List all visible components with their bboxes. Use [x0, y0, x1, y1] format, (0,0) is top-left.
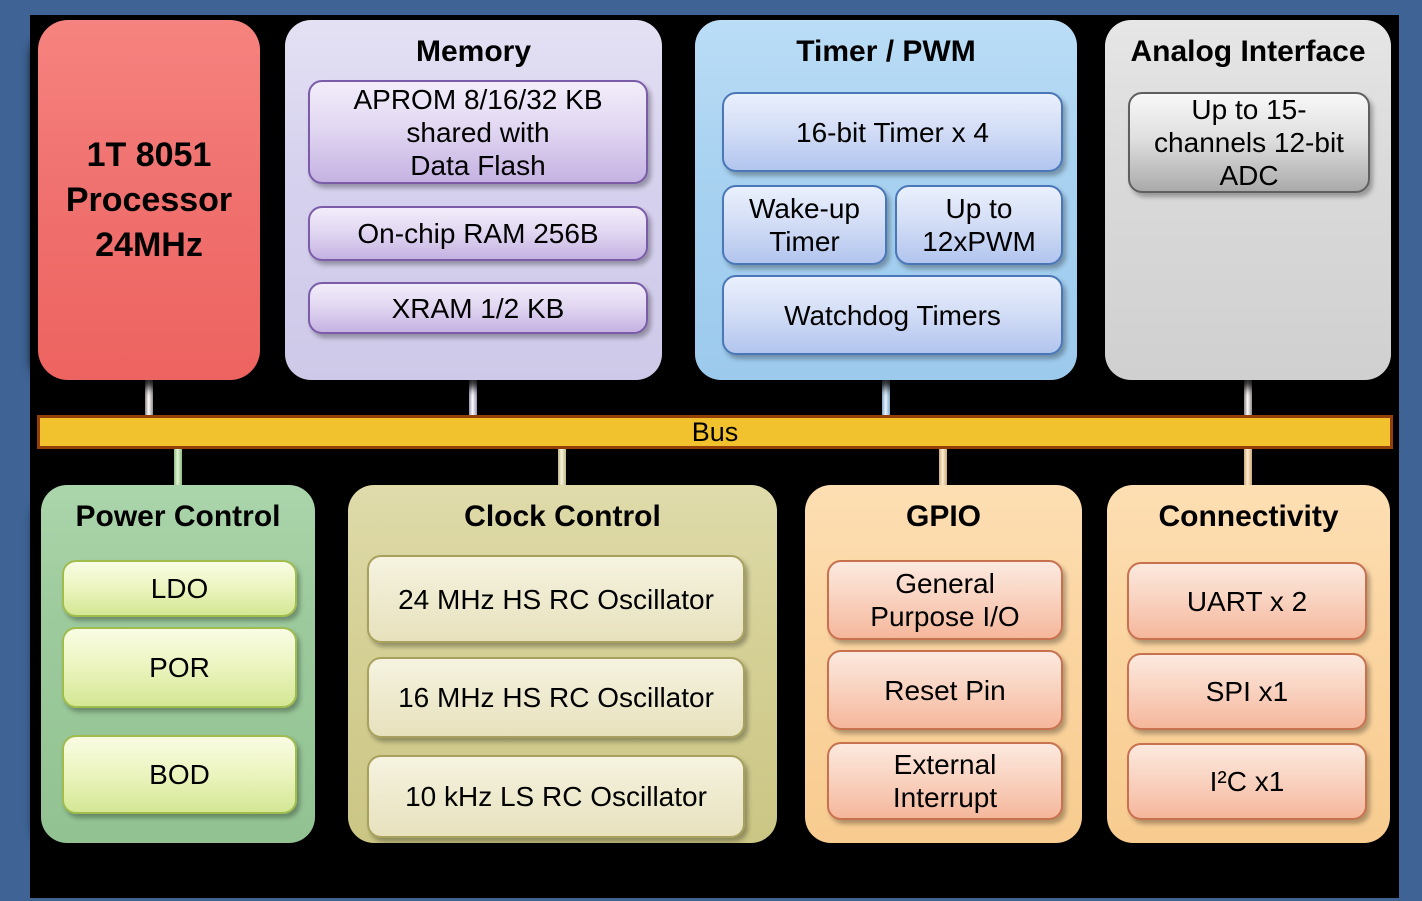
memory-item-xram: XRAM 1/2 KB [308, 282, 648, 334]
connector-bus-clock [558, 449, 566, 485]
power-item-por: POR [62, 627, 297, 708]
clock-item-24mhz: 24 MHz HS RC Oscillator [367, 555, 745, 643]
analog-interface-block: Analog Interface Up to 15- channels 12-b… [1105, 20, 1391, 380]
processor-block: 1T 8051 Processor 24MHz [38, 20, 260, 380]
clock-control-title: Clock Control [464, 500, 661, 533]
clock-item-10khz: 10 kHz LS RC Oscillator [367, 755, 745, 838]
power-item-bod: BOD [62, 735, 297, 814]
bus-bar: Bus [37, 415, 1393, 449]
gpio-block: GPIO General Purpose I/O Reset Pin Exter… [805, 485, 1082, 843]
memory-item-ram: On-chip RAM 256B [308, 206, 648, 261]
gpio-item-reset-pin: Reset Pin [827, 650, 1063, 730]
bus-label: Bus [691, 416, 739, 447]
memory-block: Memory APROM 8/16/32 KB shared with Data… [285, 20, 662, 380]
connectivity-block: Connectivity UART x 2 SPI x1 I²C x1 [1107, 485, 1390, 843]
connector-bus-power [174, 449, 182, 485]
analog-interface-title: Analog Interface [1130, 35, 1366, 68]
gpio-item-external-interrupt: External Interrupt [827, 742, 1063, 820]
connector-bus-gpio [939, 449, 947, 485]
processor-label: 1T 8051 Processor 24MHz [65, 135, 233, 264]
gpio-title: GPIO [905, 500, 981, 533]
connector-processor-bus [145, 380, 153, 415]
timer-pwm-title: Timer / PWM [796, 35, 976, 68]
connectivity-item-spi: SPI x1 [1127, 653, 1367, 730]
timer-item-wakeup-timer: Wake-up Timer [722, 185, 887, 265]
connector-analog-bus [1244, 380, 1252, 415]
connectivity-item-uart: UART x 2 [1127, 562, 1367, 640]
power-control-block: Power Control LDO POR BOD [41, 485, 315, 843]
clock-item-16mhz: 16 MHz HS RC Oscillator [367, 657, 745, 738]
connector-memory-bus [469, 380, 477, 415]
analog-item-adc: Up to 15- channels 12-bit ADC [1128, 92, 1370, 193]
memory-title: Memory [415, 35, 532, 68]
power-control-title: Power Control [75, 500, 281, 533]
gpio-item-general-purpose-io: General Purpose I/O [827, 560, 1063, 640]
connectivity-title: Connectivity [1158, 500, 1339, 533]
connectivity-item-i2c: I²C x1 [1127, 743, 1367, 820]
connector-timer-bus [882, 380, 890, 415]
power-item-ldo: LDO [62, 560, 297, 617]
connector-bus-connectivity [1244, 449, 1252, 485]
memory-item-aprom: APROM 8/16/32 KB shared with Data Flash [308, 80, 648, 184]
timer-item-16bit-timer: 16-bit Timer x 4 [722, 92, 1063, 172]
timer-item-pwm: Up to 12xPWM [895, 185, 1063, 265]
timer-item-watchdog: Watchdog Timers [722, 275, 1063, 355]
clock-control-block: Clock Control 24 MHz HS RC Oscillator 16… [348, 485, 777, 843]
timer-pwm-block: Timer / PWM 16-bit Timer x 4 Wake-up Tim… [695, 20, 1077, 380]
